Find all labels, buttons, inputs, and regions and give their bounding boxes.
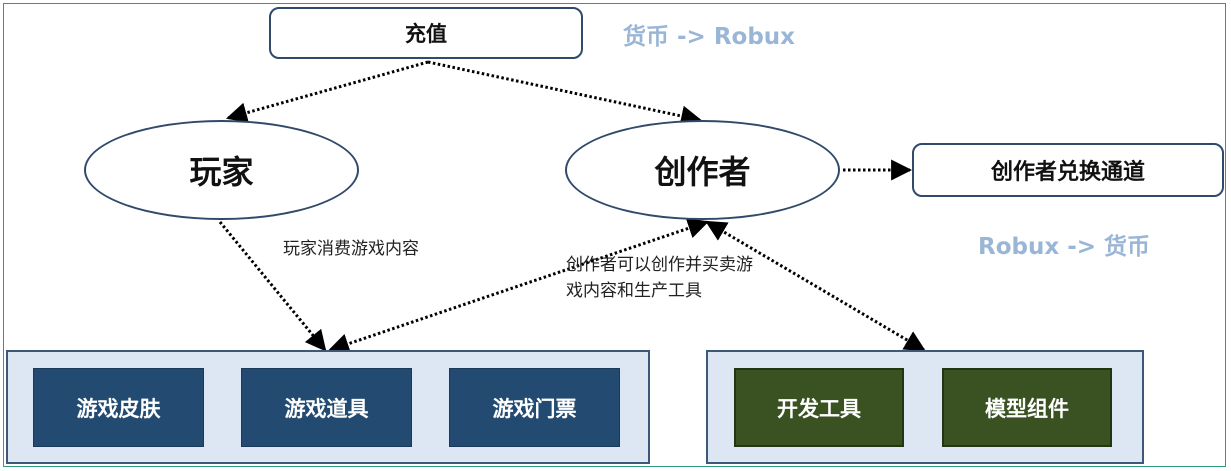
model-components-tile: 模型组件 <box>942 368 1112 447</box>
creator-node: 创作者 <box>565 120 840 220</box>
creator-make-caption: 创作者可以创作并买卖游 戏内容和生产工具 <box>566 252 753 304</box>
creator-exchange-box: 创作者兑换通道 <box>912 143 1224 197</box>
game-item-label: 游戏道具 <box>284 396 369 421</box>
player-consume-caption: 玩家消费游戏内容 <box>283 239 419 259</box>
arrow-recharge-to-player <box>225 60 429 124</box>
currency-to-robux-note: 货币 -> Robux <box>623 24 796 50</box>
arrow-recharge-to-creator <box>427 60 703 127</box>
game-skin-label: 游戏皮肤 <box>76 396 161 421</box>
arrow-creator-game-content <box>328 218 709 354</box>
creator-label: 创作者 <box>654 153 751 191</box>
robux-to-currency-note: Robux -> 货币 <box>978 234 1151 260</box>
creator-make-caption-line2: 戏内容和生产工具 <box>566 281 702 301</box>
player-node: 玩家 <box>84 120 359 220</box>
player-label: 玩家 <box>189 153 254 191</box>
recharge-label: 充值 <box>405 22 447 46</box>
game-ticket-label: 游戏门票 <box>492 396 577 421</box>
game-item-tile: 游戏道具 <box>241 368 412 447</box>
dev-tools-label: 开发工具 <box>777 396 861 421</box>
arrow-creator-tools <box>705 220 926 352</box>
dev-tools-tile: 开发工具 <box>734 368 904 447</box>
creator-make-caption-line1: 创作者可以创作并买卖游 <box>566 255 753 275</box>
model-components-label: 模型组件 <box>985 396 1069 421</box>
outer-frame <box>3 3 1226 467</box>
creator-exchange-label: 创作者兑换通道 <box>990 160 1145 185</box>
recharge-box: 充值 <box>269 7 583 59</box>
game-ticket-tile: 游戏门票 <box>449 368 620 447</box>
game-skin-tile: 游戏皮肤 <box>33 368 204 447</box>
